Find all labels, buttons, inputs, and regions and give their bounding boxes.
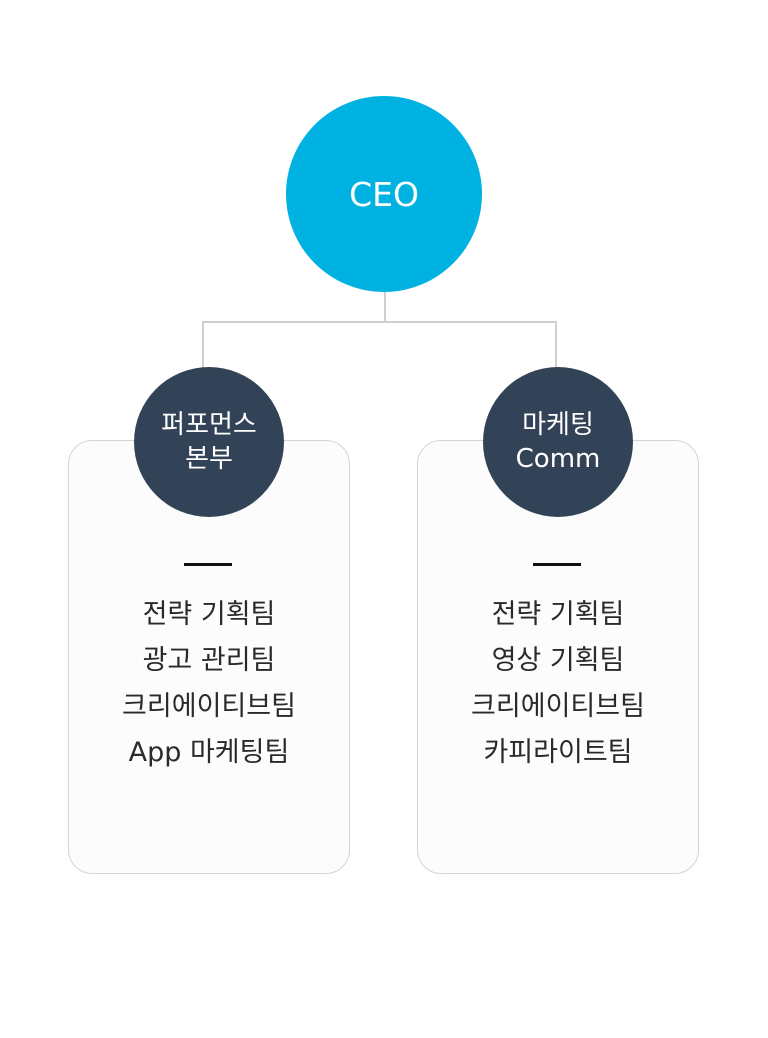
department-name-line2: 본부	[185, 444, 233, 474]
divider-dash	[533, 563, 581, 566]
ceo-label: CEO	[349, 174, 419, 214]
ceo-node: CEO	[286, 96, 482, 292]
department-name-line1: 퍼포먼스	[161, 410, 257, 440]
team-item: 전략 기획팀	[142, 599, 276, 630]
department-node-performance: 퍼포먼스 본부	[134, 367, 284, 517]
department-node-marketing: 마케팅 Comm	[483, 367, 633, 517]
connector-right-down	[555, 321, 557, 369]
team-item: App 마케팅팀	[128, 737, 290, 768]
team-item: 광고 관리팀	[142, 645, 276, 676]
connector-horizontal	[202, 321, 557, 323]
department-name-line2: Comm	[515, 444, 601, 474]
team-list-marketing: 전략 기획팀 영상 기획팀 크리에이티브팀 카피라이트팀	[417, 592, 699, 776]
team-item: 카피라이트팀	[483, 737, 633, 768]
divider-dash	[184, 563, 232, 566]
connector-left-down	[202, 321, 204, 369]
team-item: 크리에이티브팀	[471, 691, 645, 722]
team-item: 전략 기획팀	[491, 599, 625, 630]
connector-ceo-down	[384, 290, 386, 322]
team-item: 크리에이티브팀	[122, 691, 296, 722]
team-list-performance: 전략 기획팀 광고 관리팀 크리에이티브팀 App 마케팅팀	[68, 592, 350, 776]
department-name-line1: 마케팅	[522, 410, 594, 440]
team-item: 영상 기획팀	[491, 645, 625, 676]
